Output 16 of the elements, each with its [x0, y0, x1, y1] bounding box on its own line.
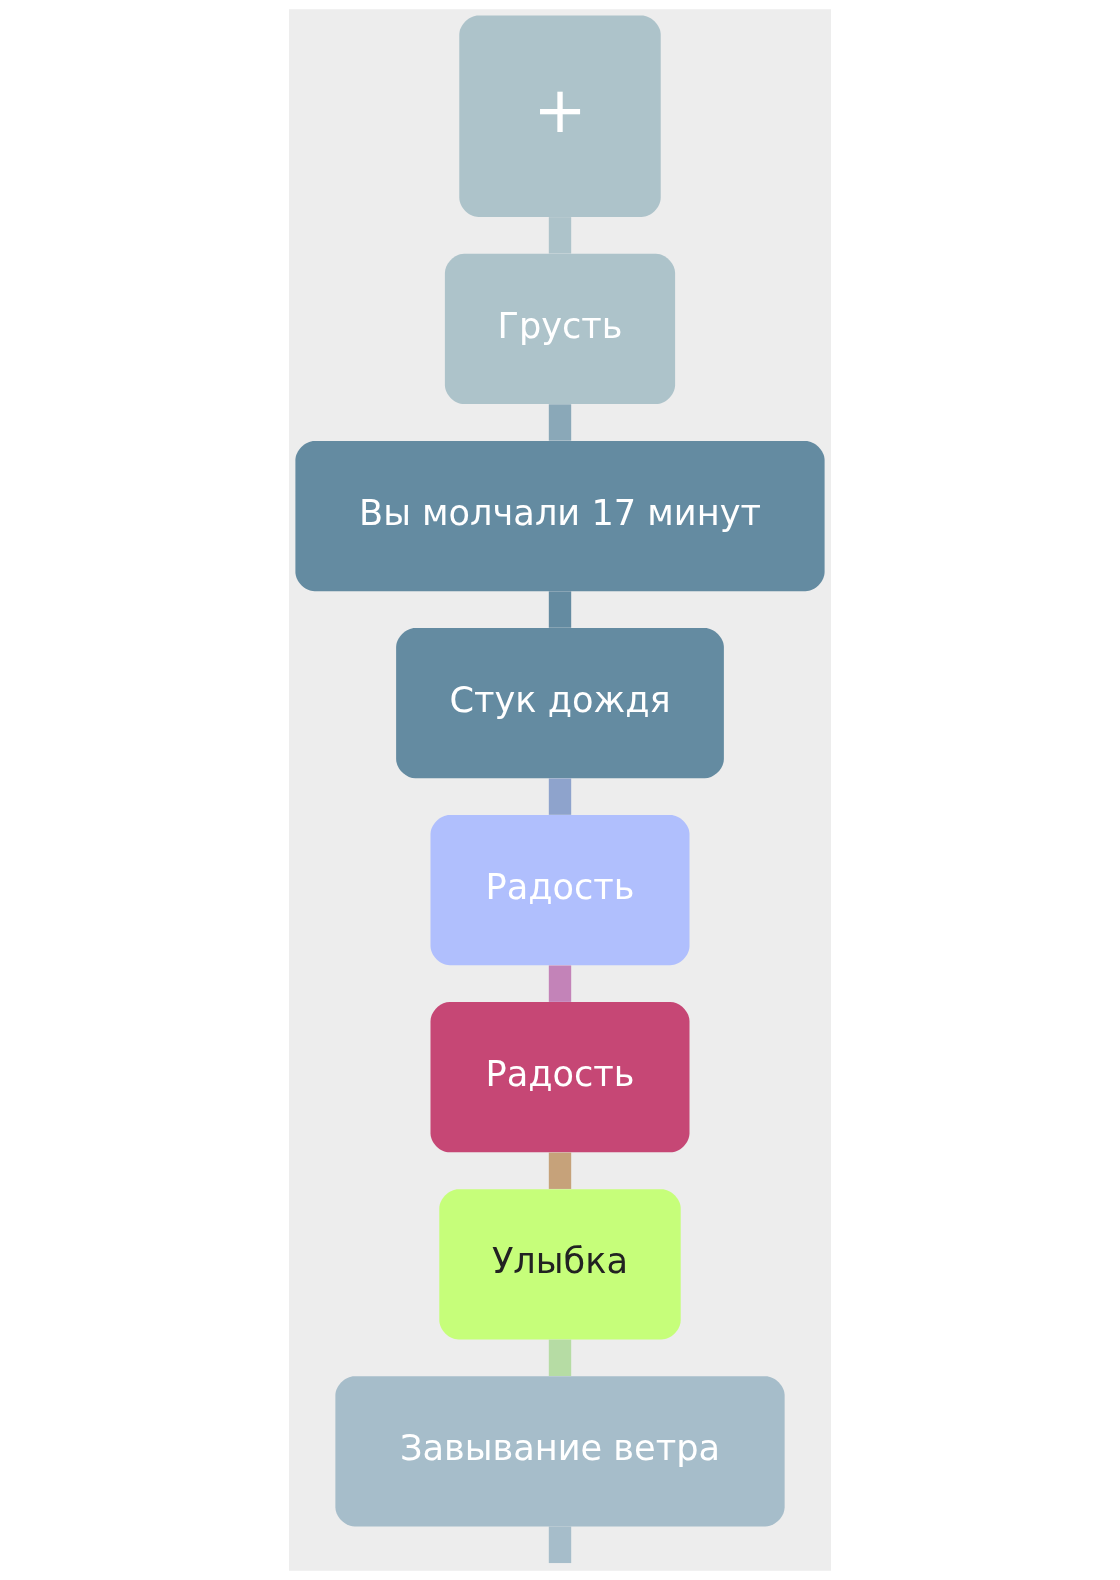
connector — [548, 778, 572, 815]
connector — [548, 591, 572, 628]
node-box: Стук дождя — [396, 627, 724, 779]
node-box: Вы молчали 17 минут — [295, 440, 825, 592]
node-box: + — [459, 15, 661, 218]
connector — [548, 404, 572, 441]
connector — [548, 1152, 572, 1189]
node-box: Грусть — [444, 253, 676, 405]
connector — [548, 1339, 572, 1376]
node-box: Радость — [430, 815, 690, 966]
connector — [548, 965, 572, 1002]
node-box: Радость — [430, 1002, 690, 1153]
node-box: Улыбка — [439, 1189, 681, 1340]
connector — [548, 1526, 572, 1564]
node-box: Завывание ветра — [335, 1376, 785, 1527]
connector — [548, 217, 572, 254]
